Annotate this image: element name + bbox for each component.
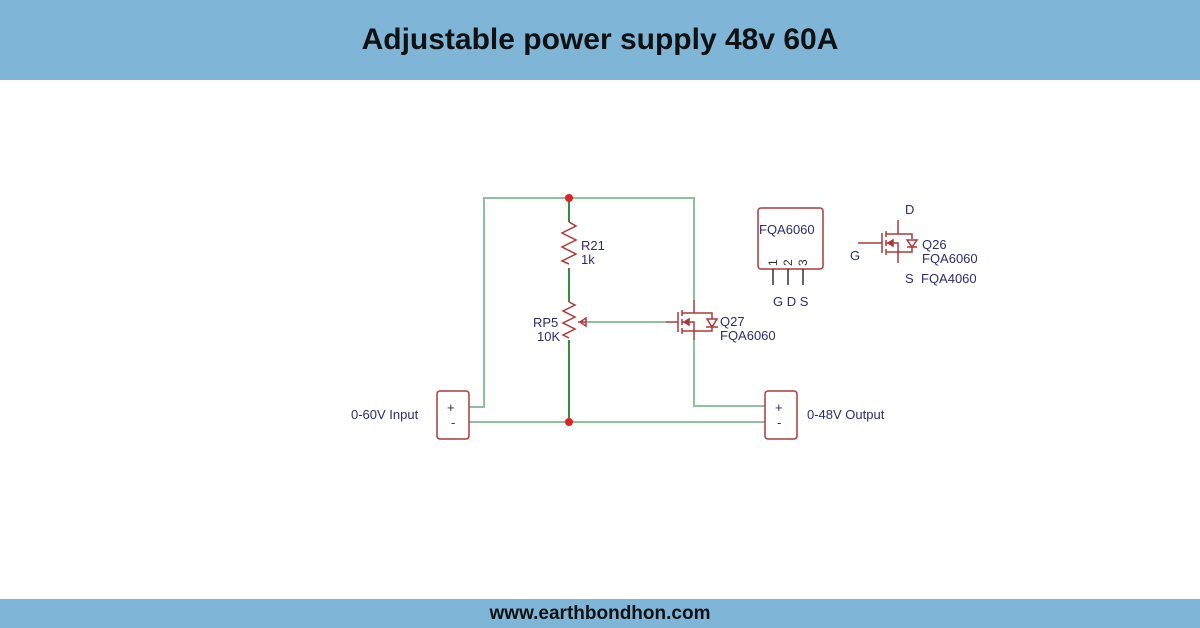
pin-3: 3 bbox=[796, 259, 810, 266]
mosfet-q26-symbol bbox=[858, 220, 919, 263]
pin-1: 1 bbox=[766, 259, 780, 266]
q26-gate: G bbox=[850, 248, 860, 263]
r21-ref: R21 bbox=[581, 238, 605, 253]
junction-bottom bbox=[565, 418, 573, 426]
output-connector bbox=[764, 390, 798, 440]
potentiometer-rp5 bbox=[561, 301, 577, 339]
mosfet-q27 bbox=[666, 300, 719, 340]
input-minus: - bbox=[451, 415, 455, 430]
output-label: 0-48V Output bbox=[807, 407, 885, 422]
pin-2: 2 bbox=[781, 259, 795, 266]
rp5-ref: RP5 bbox=[533, 315, 558, 330]
q26-alt: FQA4060 bbox=[921, 271, 977, 286]
output-plus: + bbox=[775, 400, 783, 415]
q26-ref: Q26 bbox=[922, 237, 947, 252]
footer-url: www.earthbondhon.com bbox=[489, 602, 711, 624]
input-label: 0-60V Input bbox=[351, 407, 419, 422]
package-pins bbox=[772, 269, 804, 285]
resistor-r21 bbox=[560, 221, 578, 265]
output-minus: - bbox=[777, 415, 781, 430]
package-pin-names: G D S bbox=[773, 294, 809, 309]
page-title: Adjustable power supply 48v 60A bbox=[361, 23, 839, 56]
input-plus: + bbox=[447, 400, 455, 415]
wire-input-positive bbox=[469, 197, 695, 408]
r21-value: 1k bbox=[581, 252, 595, 267]
q27-value: FQA6060 bbox=[720, 328, 776, 343]
package-name: FQA6060 bbox=[759, 222, 815, 237]
input-connector bbox=[436, 390, 470, 440]
q27-ref: Q27 bbox=[720, 314, 745, 329]
wire-output-positive bbox=[693, 340, 765, 407]
q26-drain: D bbox=[905, 202, 914, 217]
potentiometer-wiper bbox=[578, 316, 587, 328]
junction-top bbox=[565, 194, 573, 202]
footer-bar: www.earthbondhon.com bbox=[0, 599, 1200, 628]
header-bar: Adjustable power supply 48v 60A bbox=[0, 0, 1200, 80]
q26-value: FQA6060 bbox=[922, 251, 978, 266]
rp5-value: 10K bbox=[537, 329, 560, 344]
package-outline bbox=[757, 207, 824, 270]
q26-source: S bbox=[905, 271, 914, 286]
